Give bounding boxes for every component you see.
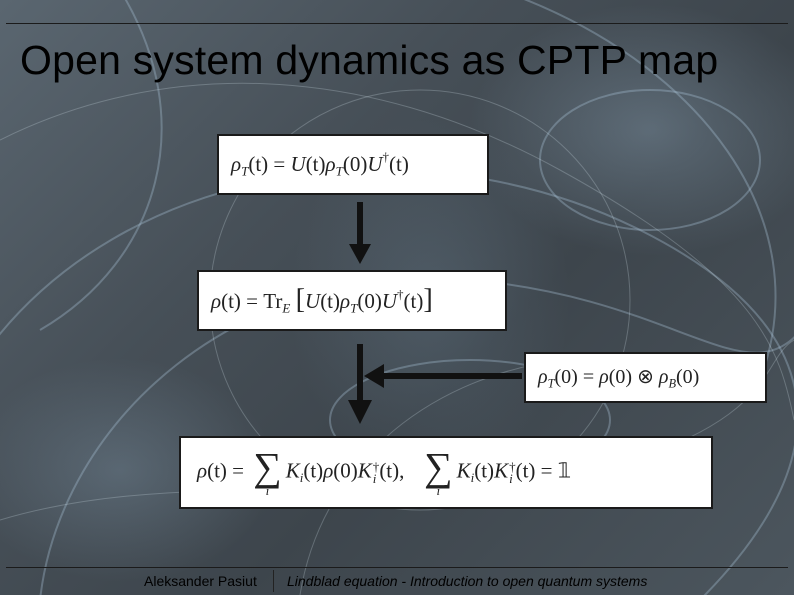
slide-title: Open system dynamics as CPTP map bbox=[20, 37, 719, 83]
footer-talk-title: Lindblad equation - Introduction to open… bbox=[287, 573, 648, 589]
equation-unitary-evolution: ρT(t) = U(t)ρT(0)U†(t) bbox=[231, 149, 409, 179]
equation-box-partial-trace: ρ(t) = TrE [U(t)ρT(0)U†(t)] bbox=[197, 270, 507, 331]
equation-initial-product-state: ρT(0) = ρ(0) ⊗ ρB(0) bbox=[538, 365, 700, 391]
equation-box-initial-product-state: ρT(0) = ρ(0) ⊗ ρB(0) bbox=[524, 352, 767, 403]
footer-divider bbox=[273, 570, 274, 592]
equation-partial-trace: ρ(t) = TrE [U(t)ρT(0)U†(t)] bbox=[211, 284, 433, 316]
top-rule bbox=[6, 23, 788, 24]
sum-operator: ∑i bbox=[253, 443, 282, 498]
sum-operator-2: ∑i bbox=[424, 443, 453, 498]
bottom-rule bbox=[6, 567, 788, 568]
footer-author: Aleksander Pasiut bbox=[144, 573, 257, 589]
equation-box-unitary-evolution: ρT(t) = U(t)ρT(0)U†(t) bbox=[217, 134, 489, 195]
